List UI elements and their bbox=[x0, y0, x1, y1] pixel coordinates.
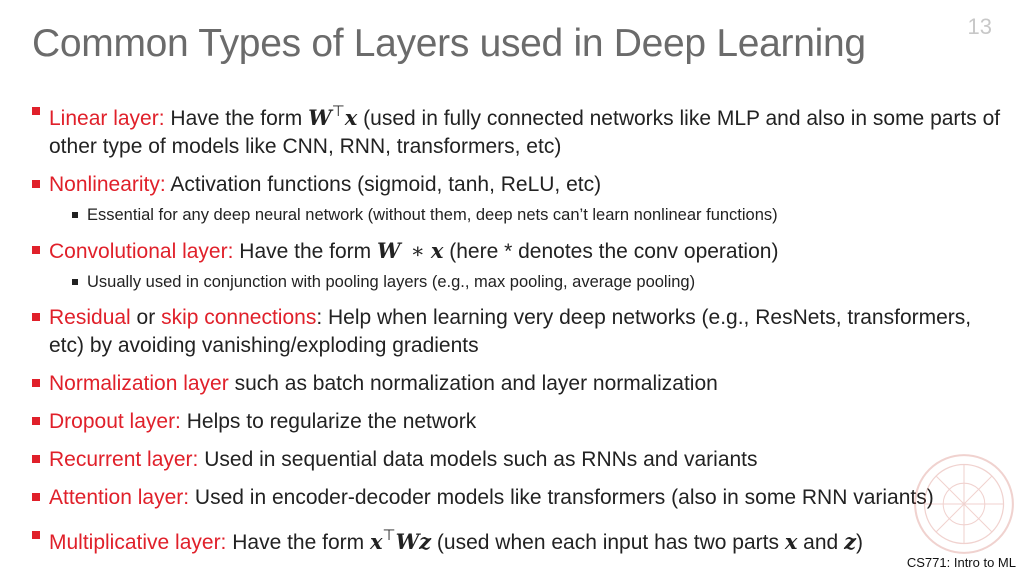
bullet-residual: Residual or skip connections: Help when … bbox=[30, 304, 1005, 360]
course-footer: CS771: Intro to ML bbox=[906, 555, 1016, 570]
term-dropout-layer: Dropout layer: bbox=[49, 410, 181, 433]
text-before: Have the form bbox=[233, 240, 377, 263]
bullet-text: Used in encoder-decoder models like tran… bbox=[189, 486, 934, 509]
slide-title: Common Types of Layers used in Deep Lear… bbox=[32, 22, 866, 65]
bullet-attention-layer: Attention layer: Used in encoder-decoder… bbox=[30, 484, 1005, 512]
term-recurrent-layer: Recurrent layer: bbox=[49, 448, 199, 471]
bullet-text: such as batch normalization and layer no… bbox=[228, 372, 718, 395]
text-and: and bbox=[797, 531, 845, 554]
bullet-text: Used in sequential data models such as R… bbox=[198, 448, 758, 471]
term-attention-layer: Attention layer: bbox=[49, 486, 190, 509]
bullet-list: Linear layer: Have the form W⊤x (used in… bbox=[30, 98, 1005, 557]
term-nonlinearity: Nonlinearity: bbox=[49, 173, 166, 196]
term-linear-layer: Linear layer: bbox=[49, 107, 165, 130]
math-transpose: ⊤ bbox=[382, 527, 396, 544]
math-z: z bbox=[844, 529, 856, 554]
term-multiplicative-layer: Multiplicative layer: bbox=[49, 531, 227, 554]
bullet-nonlinearity: Nonlinearity: Activation functions (sigm… bbox=[30, 171, 1005, 199]
math-x: x bbox=[369, 529, 383, 554]
bullet-normalization-layer: Normalization layer such as batch normal… bbox=[30, 370, 1005, 398]
bullet-recurrent-layer: Recurrent layer: Used in sequential data… bbox=[30, 446, 1005, 474]
term-convolutional-layer: Convolutional layer: bbox=[49, 240, 234, 263]
sub-bullet-convolutional: Usually used in conjunction with pooling… bbox=[30, 271, 1005, 293]
math-w: W bbox=[377, 238, 401, 263]
bullet-linear-layer: Linear layer: Have the form W⊤x (used in… bbox=[30, 98, 1005, 161]
math-transpose: ⊤ bbox=[331, 103, 345, 120]
bullet-text: Activation functions (sigmoid, tanh, ReL… bbox=[165, 173, 602, 196]
bullet-text: Helps to regularize the network bbox=[180, 410, 477, 433]
text-or: or bbox=[130, 306, 162, 329]
text-after: ) bbox=[856, 531, 863, 554]
term-skip-connections: skip connections bbox=[161, 306, 317, 329]
math-conv-operator: ∗ bbox=[410, 239, 425, 263]
sub-bullet-nonlinearity: Essential for any deep neural network (w… bbox=[30, 204, 1005, 226]
term-normalization-layer: Normalization layer bbox=[49, 372, 229, 395]
bullet-dropout-layer: Dropout layer: Helps to regularize the n… bbox=[30, 408, 1005, 436]
text-mid: (used when each input has two parts bbox=[431, 531, 785, 554]
term-residual: Residual bbox=[49, 306, 131, 329]
bullet-convolutional-layer: Convolutional layer: Have the form W ∗x (… bbox=[30, 237, 1005, 266]
text-before: Have the form bbox=[164, 107, 309, 130]
math-wz: Wz bbox=[395, 529, 432, 554]
math-x: x bbox=[784, 529, 798, 554]
bullet-text: : Help when learning very deep networks … bbox=[49, 306, 972, 357]
bullet-multiplicative-layer: Multiplicative layer: Have the form x⊤Wz… bbox=[30, 522, 1005, 557]
text-after: (here * denotes the conv operation) bbox=[443, 240, 779, 263]
institute-seal-watermark bbox=[914, 454, 1014, 554]
text-after: (used in fully connected networks like M… bbox=[49, 107, 1001, 158]
slide-number: 13 bbox=[967, 14, 992, 39]
text-before: Have the form bbox=[226, 531, 370, 554]
math-x: x bbox=[344, 105, 358, 130]
math-x: x bbox=[430, 238, 444, 263]
math-w: W bbox=[308, 105, 332, 130]
